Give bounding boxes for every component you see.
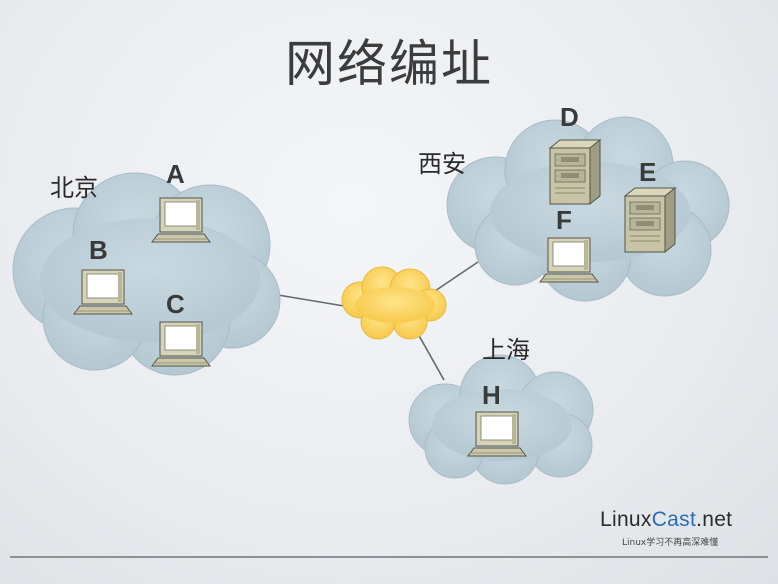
page-title: 网络编址 [285,35,493,93]
computer-monitor-icon [539,237,599,283]
file-server-icon [624,187,676,253]
region-label-shanghai: 上海 [482,336,530,364]
node-label-f: F [556,205,572,235]
computer-monitor-icon [151,197,211,243]
brand-tagline: Linux学习不再高深难懂 [622,538,719,548]
node-label-h: H [482,380,501,410]
node-label-d: D [560,102,579,132]
link-beijing-core [271,293,351,308]
node-label-b: B [89,235,108,265]
brand-name-accent: Cast [651,508,697,531]
computer-monitor-icon [467,411,527,457]
brand-name-main: Linux [600,508,652,531]
node-label-c: C [166,289,185,319]
cloud-beijing [12,172,281,376]
brand-name-suffix: .net [696,508,733,531]
computer-monitor-icon [73,269,133,315]
computer-monitor-icon [151,321,211,367]
footer-divider [10,556,768,558]
node-label-e: E [639,157,656,187]
node-label-a: A [166,159,185,189]
file-server-icon [549,139,601,205]
region-label-xian: 西安 [418,150,466,178]
link-xian-core [431,261,479,294]
region-label-beijing: 北京 [50,174,98,202]
internet-cloud-icon [341,266,447,340]
brand-logo: LinuxCast.net [600,508,760,532]
